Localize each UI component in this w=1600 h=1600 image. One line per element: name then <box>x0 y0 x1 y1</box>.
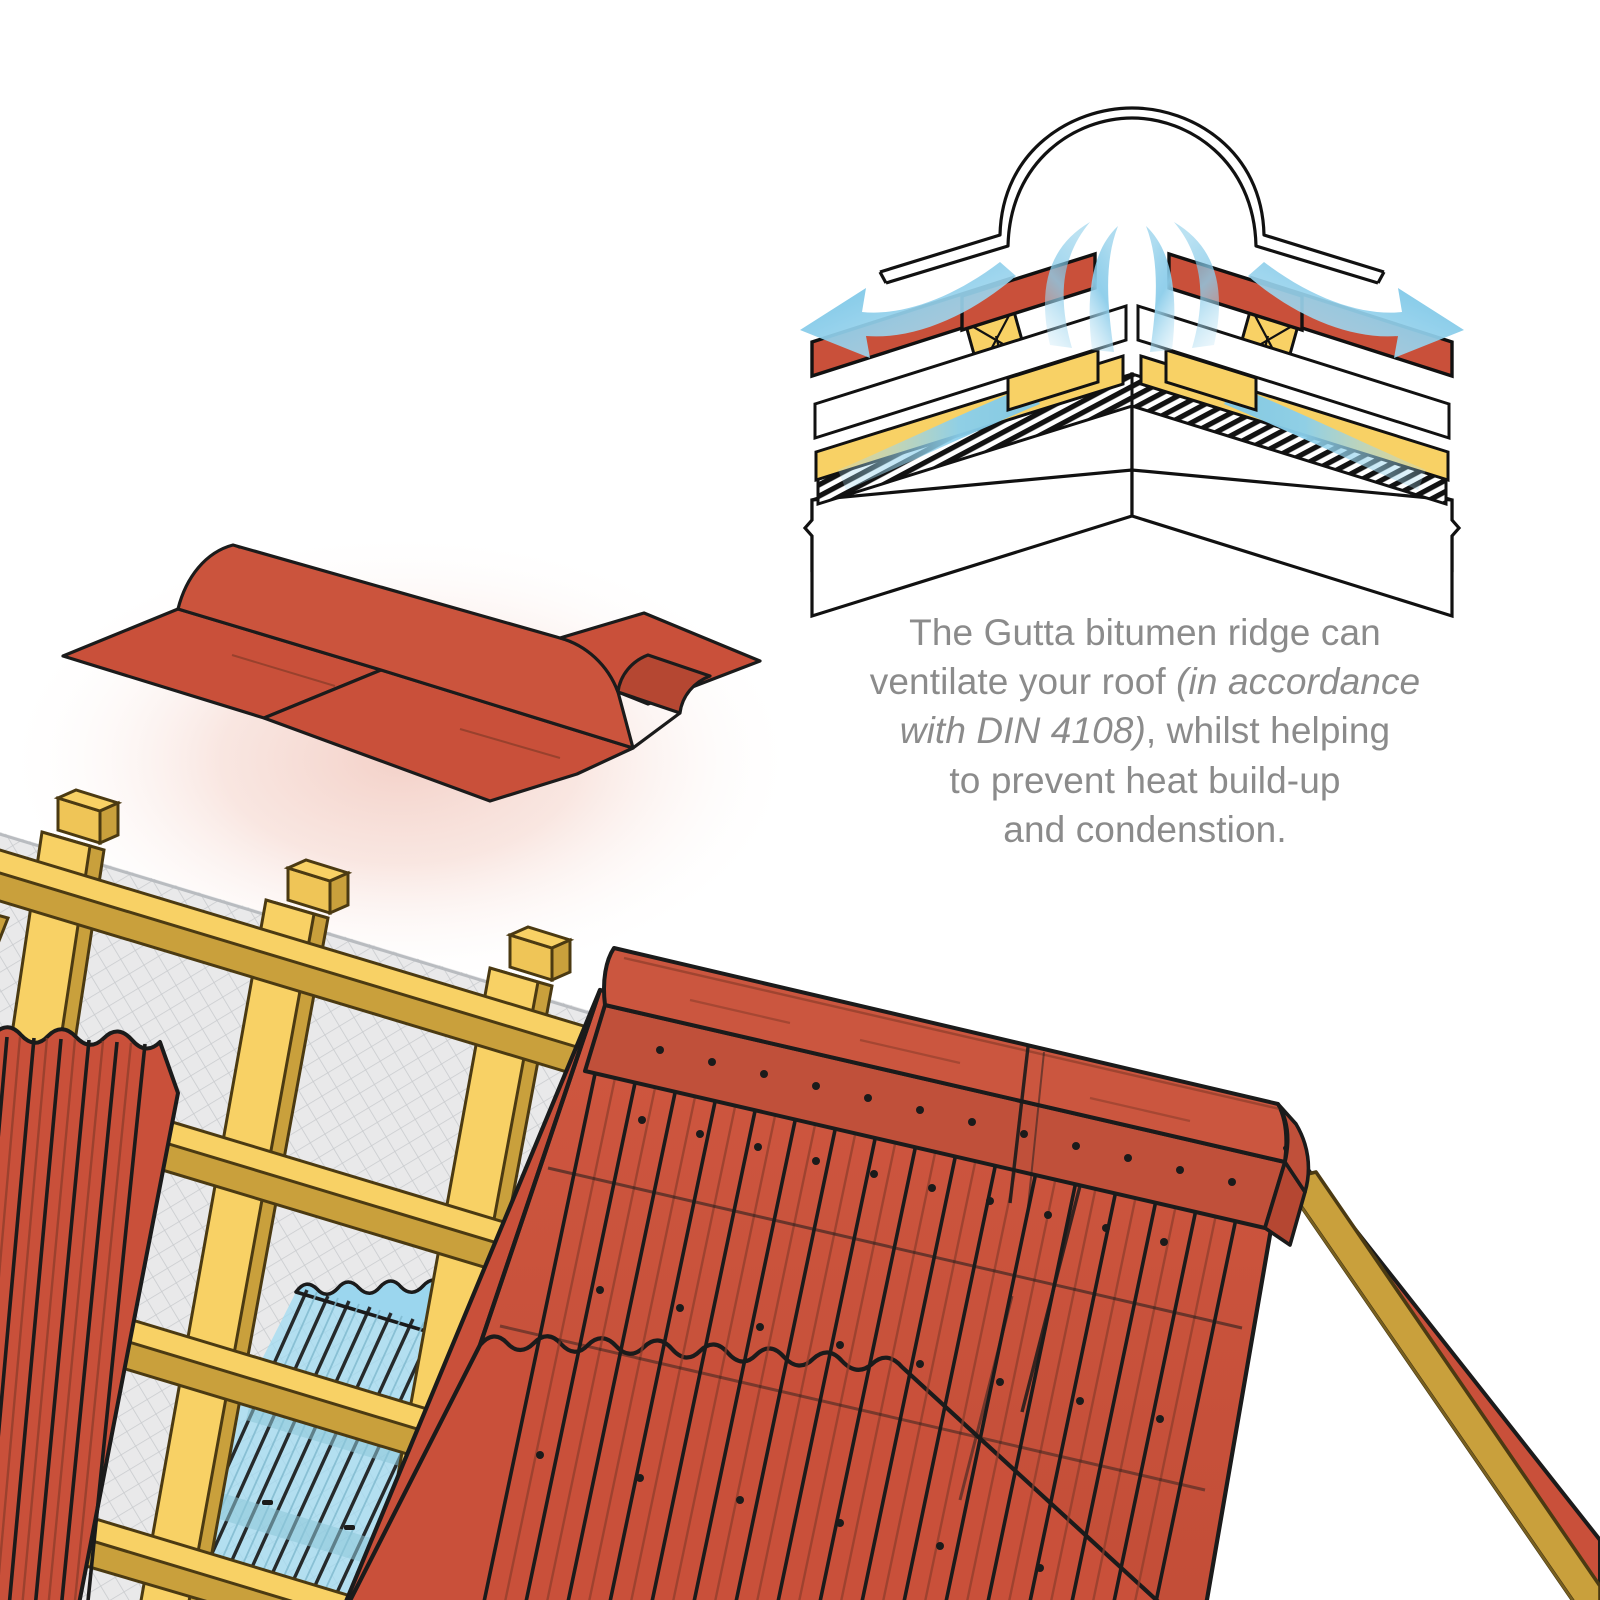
caption-line-4: to prevent heat build-up <box>949 759 1341 801</box>
caption-block: The Gutta bitumen ridge can ventilate yo… <box>855 608 1435 854</box>
roof-construction-cutaway <box>0 788 1600 1600</box>
bitumen-sheet-left-partial <box>0 1025 180 1600</box>
caption-line-2: ventilate your roof (in accordance <box>855 657 1435 706</box>
airflow-up-right-outer <box>1174 222 1220 348</box>
airflow-out-right <box>1248 262 1464 358</box>
caption-line-3: with DIN 4108), whilst helping <box>855 706 1435 755</box>
air-gap-left <box>813 303 1128 441</box>
caption-line-1: The Gutta bitumen ridge can <box>909 612 1381 653</box>
caption-line-3-text: , whilst helping <box>1145 710 1391 752</box>
airflow-up-left <box>1089 226 1118 352</box>
ridge-cap-profile <box>878 106 1386 285</box>
ceiling-left <box>802 397 1134 619</box>
caption-line-2-text: ventilate your roof <box>869 661 1177 703</box>
airflow-up-left-outer <box>1044 222 1090 348</box>
batten-clips <box>53 788 575 983</box>
caption-line-2-emphasis: (in accordance <box>1176 661 1421 703</box>
ridge-cap <box>583 946 1289 1230</box>
caption-line-5: and condenstion. <box>1003 808 1287 850</box>
air-gap-right <box>1136 303 1451 441</box>
bitumen-ridge-piece <box>61 543 762 803</box>
ridge-ventilation-cross-section <box>800 106 1464 619</box>
ceiling-right <box>1130 397 1462 619</box>
airflow-under-right <box>1224 385 1426 490</box>
bargeboard <box>1263 1102 1600 1600</box>
airflow-under-left <box>838 385 1040 490</box>
airflow-out-left <box>800 262 1016 358</box>
airflow-up-right <box>1146 226 1175 352</box>
caption-line-3-emphasis: with DIN 4108) <box>899 710 1146 752</box>
